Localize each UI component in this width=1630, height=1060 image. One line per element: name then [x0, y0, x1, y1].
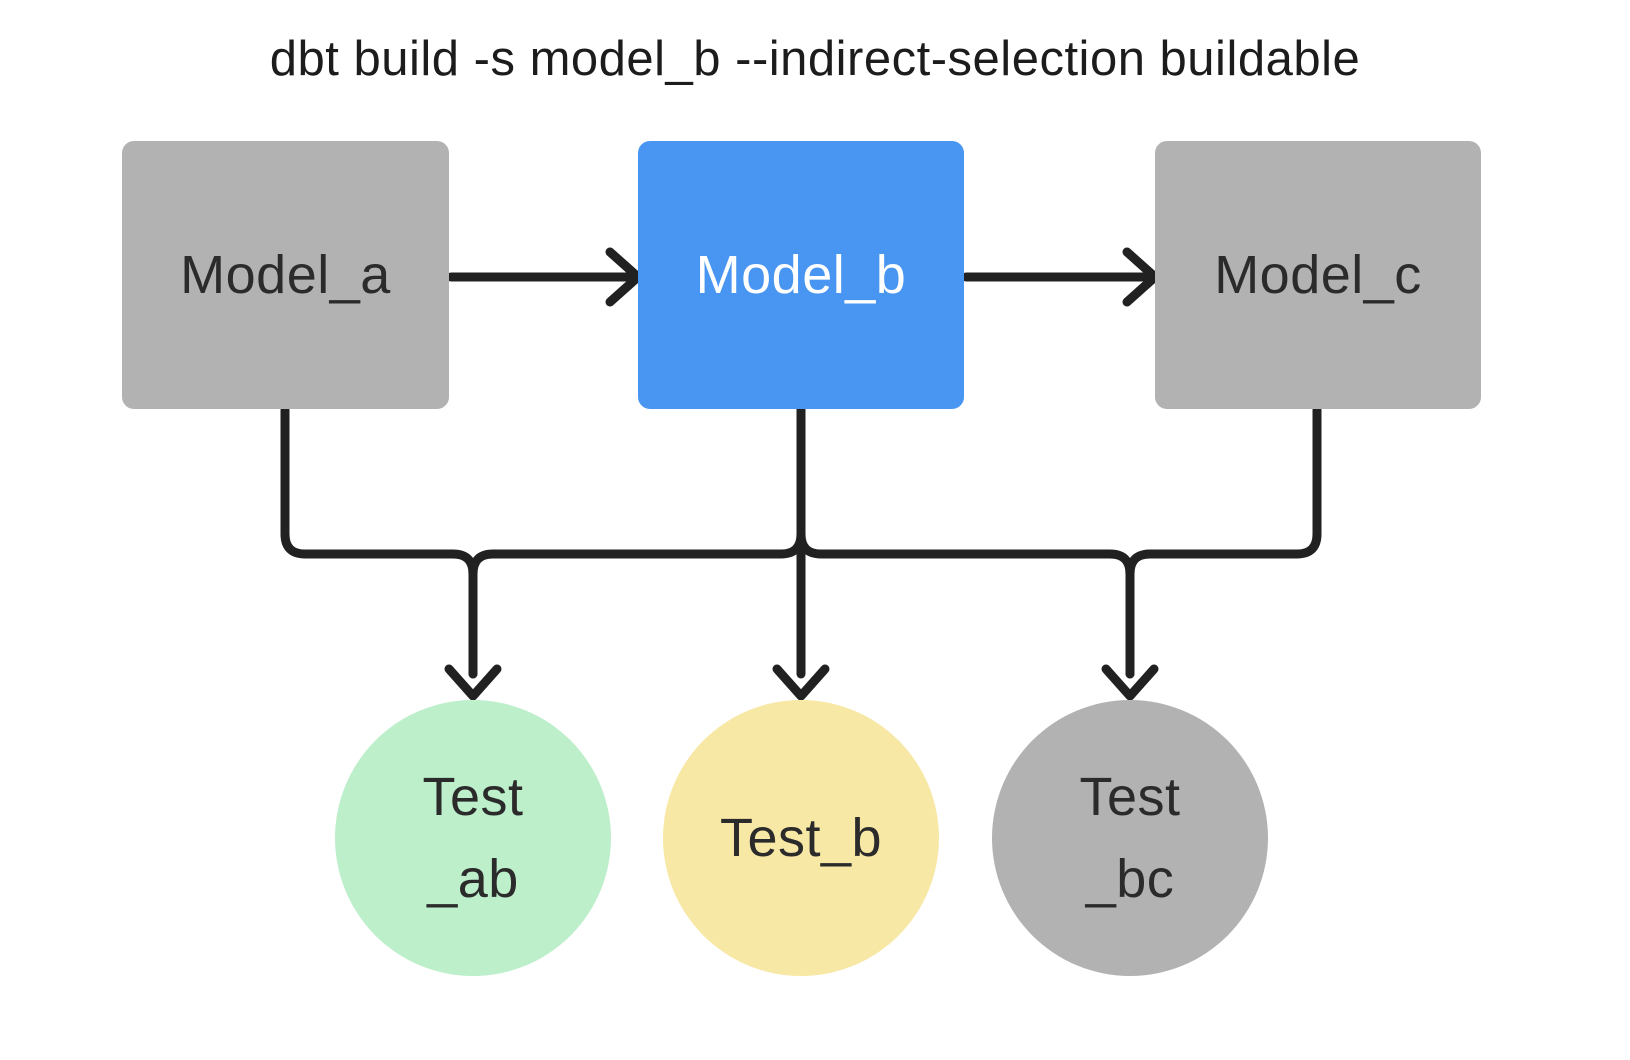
node-test-bc-label-line1: Test [1079, 767, 1181, 827]
node-model-b-selected: Model_b [638, 141, 964, 409]
node-test-ab: Test _ab [335, 700, 611, 976]
node-test-bc: Test _bc [992, 700, 1268, 976]
edge-model-b-to-test-ab [468, 405, 806, 679]
node-test-ab-label-line2: _ab [427, 849, 519, 909]
arrowhead-into-test-ab-icon [444, 664, 502, 701]
node-test-b-label-line1: Test_b [719, 808, 883, 868]
edge-model-b-to-test-bc [796, 405, 1135, 679]
node-model-a-label: Model_a [180, 245, 391, 305]
edge-strokes [280, 247, 1322, 701]
node-model-c: Model_c [1155, 141, 1481, 409]
diagram-title: dbt build -s model_b --indirect-selectio… [269, 32, 1361, 86]
node-test-b: Test_b [663, 700, 939, 976]
node-model-a: Model_a [122, 141, 449, 409]
edge-model-c-to-test-bc [1125, 405, 1322, 679]
node-test-ab-label-line1: Test [422, 767, 524, 827]
node-model-c-label: Model_c [1214, 245, 1422, 305]
arrowhead-into-test-b-icon [772, 664, 830, 701]
node-model-b-label: Model_b [695, 245, 907, 305]
edge-model-a-to-test-ab [280, 405, 478, 679]
arrowhead-into-test-bc-icon [1101, 664, 1159, 701]
node-test-bc-label-line2: _bc [1085, 849, 1175, 909]
